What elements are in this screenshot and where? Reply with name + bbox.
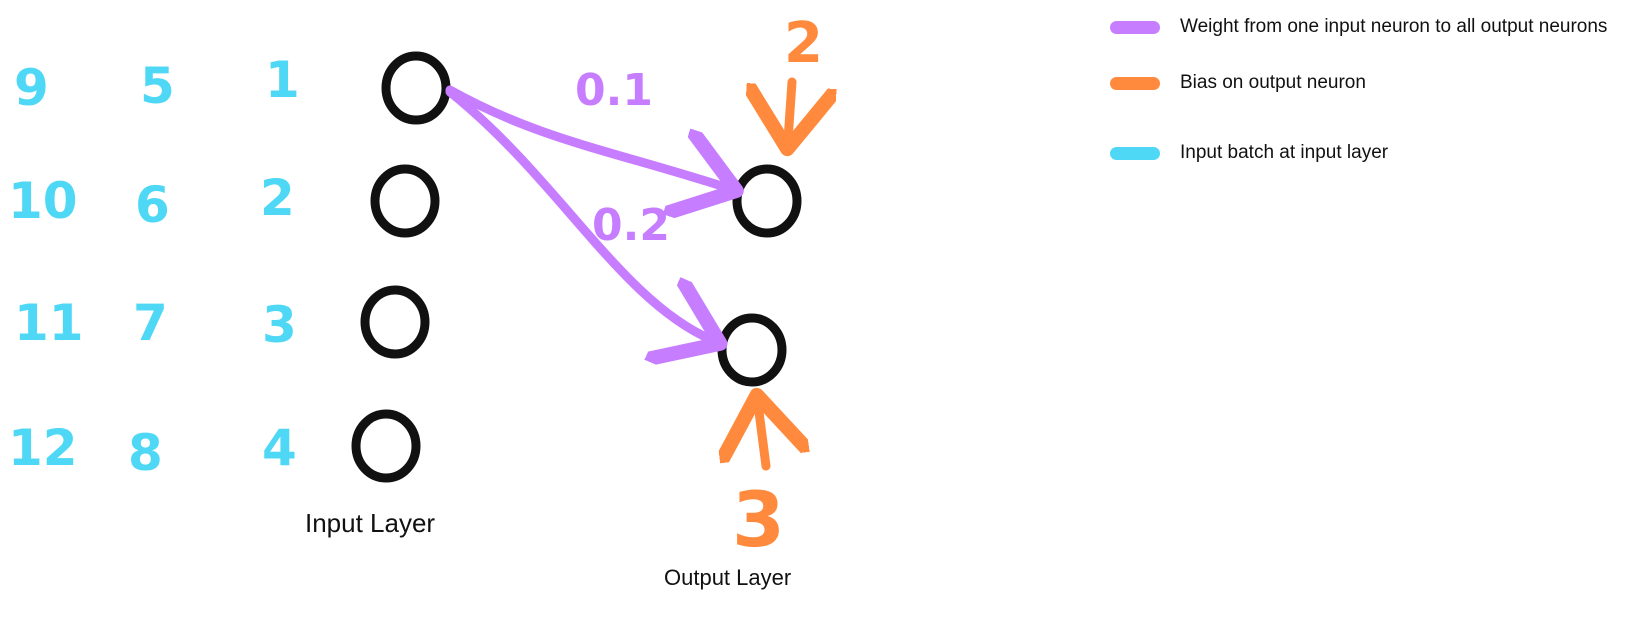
input-value: 6: [135, 176, 170, 234]
legend-label: Bias on output neuron: [1180, 72, 1366, 93]
legend-item-input: Input batch at input layer: [1110, 138, 1388, 168]
input-neuron: [370, 164, 440, 238]
input-value: 3: [262, 296, 297, 354]
input-value: 8: [128, 424, 163, 482]
input-value: 1: [265, 51, 300, 109]
legend-label: Weight from one input neuron to all outp…: [1180, 16, 1608, 37]
legend-item-weight: Weight from one input neuron to all outp…: [1110, 12, 1607, 42]
input-value: 9: [14, 59, 49, 117]
bias-arrows: [758, 77, 792, 471]
weight-arrow: [445, 87, 712, 340]
input-value: 5: [140, 57, 175, 115]
input-layer-label: Input Layer: [305, 508, 435, 538]
weight-arrows: [445, 85, 728, 340]
input-value: 11: [14, 294, 84, 352]
legend-label: Input batch at input layer: [1180, 142, 1389, 163]
weight-value: 0.2: [592, 200, 670, 251]
input-neuron: [360, 285, 430, 359]
input-value: 4: [262, 419, 297, 477]
bias-value: 2: [784, 11, 823, 76]
bias-values: 2 3: [732, 11, 823, 564]
weight-arrow: [445, 85, 728, 188]
output-layer-label: Output Layer: [664, 565, 791, 590]
input-layer: [351, 51, 451, 483]
input-value: 10: [8, 172, 78, 230]
input-batch: 9 10 11 12 5 6 7 8 1 2 3 4: [8, 51, 300, 482]
output-layer: [717, 164, 802, 387]
input-neuron: [381, 51, 451, 125]
output-neuron: [732, 164, 802, 238]
bias-swatch: [1110, 76, 1160, 90]
input-swatch: [1110, 146, 1160, 160]
weight-swatch: [1110, 20, 1160, 34]
legend-item-bias: Bias on output neuron: [1110, 68, 1366, 98]
output-neuron: [717, 313, 787, 387]
input-value: 12: [8, 419, 78, 477]
input-value: 2: [260, 169, 295, 227]
bias-arrow: [788, 77, 792, 140]
weight-value: 0.1: [575, 65, 653, 116]
bias-value: 3: [732, 475, 785, 564]
bias-arrow: [758, 404, 766, 471]
input-neuron: [351, 409, 421, 483]
weight-values: 0.1 0.2: [575, 65, 670, 251]
input-value: 7: [133, 294, 168, 352]
